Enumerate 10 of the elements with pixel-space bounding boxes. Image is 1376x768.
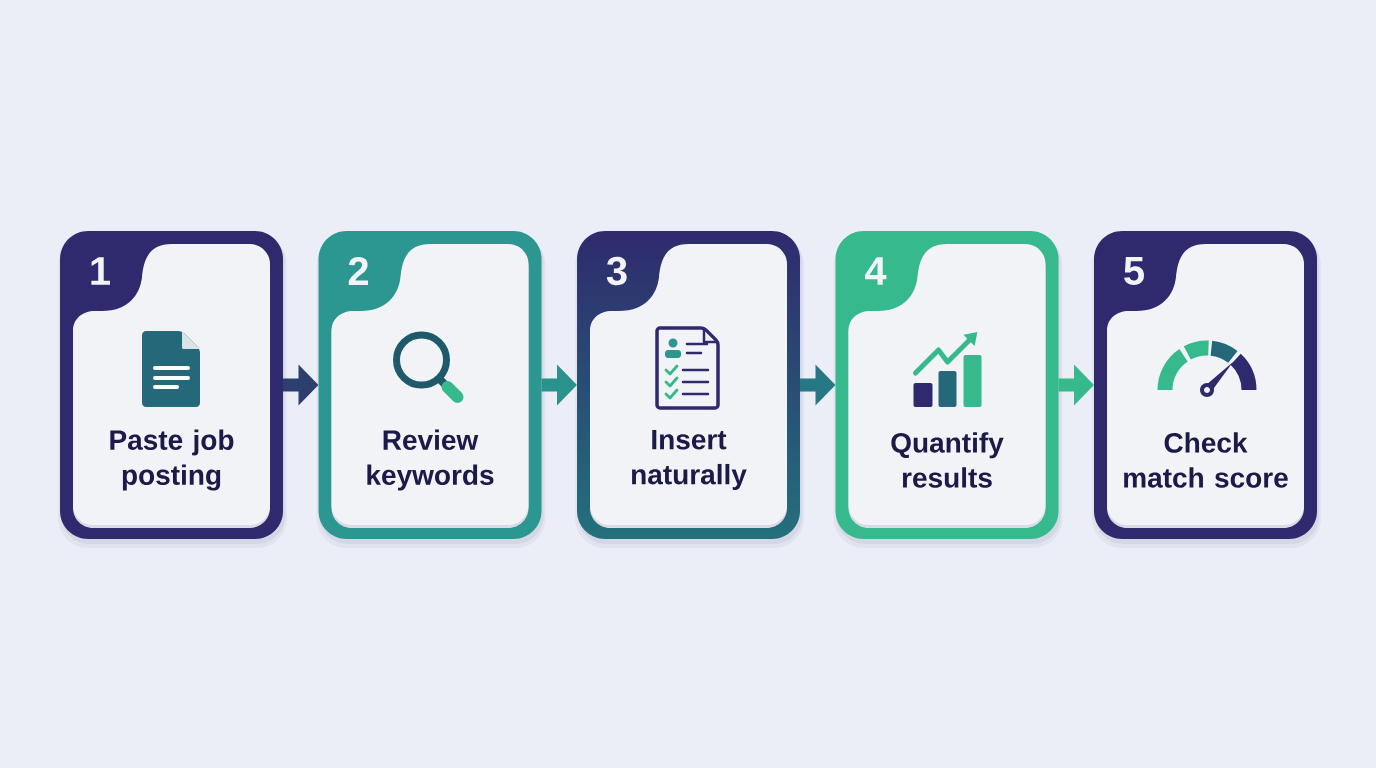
step-label: Check match score <box>1124 432 1288 488</box>
step-number: 5 <box>1124 257 1144 285</box>
step-number: 1 <box>91 257 110 285</box>
step-number: 2 <box>348 257 369 285</box>
step-number: 4 <box>865 257 887 285</box>
step-label: Insert naturally <box>632 429 747 490</box>
step-label: Quantify results <box>891 432 1004 488</box>
step-number: 3 <box>606 256 627 286</box>
step-label: Paste job posting <box>110 429 234 491</box>
step-label: Review keywords <box>367 429 494 491</box>
